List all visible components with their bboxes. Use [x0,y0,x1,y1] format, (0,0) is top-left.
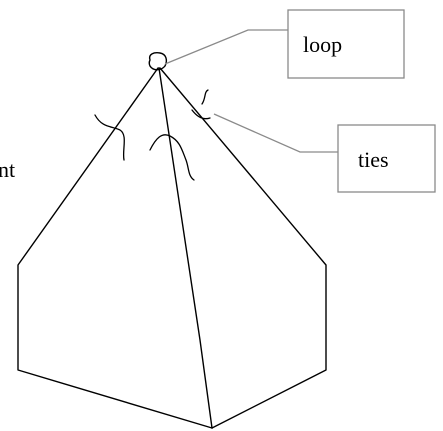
loop-label: loop [303,32,342,57]
loop-callout: loop [164,9,405,79]
right-face-outline [159,67,327,429]
clipped-text-fragment: nt [0,157,15,182]
ties-label: ties [358,147,389,172]
tie-center [149,134,195,181]
ties-callout: ties [213,113,436,193]
ties-group [94,89,211,181]
tie-left [94,114,125,161]
center-ridge [158,67,213,429]
tie-right-upper [201,89,209,105]
loop-leader-line [164,29,288,65]
loop-label-box [287,9,405,79]
ties-label-box [337,124,436,193]
left-face-outline [17,67,213,429]
bag-outline [17,67,327,429]
loop-knot [148,52,168,71]
ties-leader-line [213,113,338,153]
tie-right-lower [191,109,211,120]
